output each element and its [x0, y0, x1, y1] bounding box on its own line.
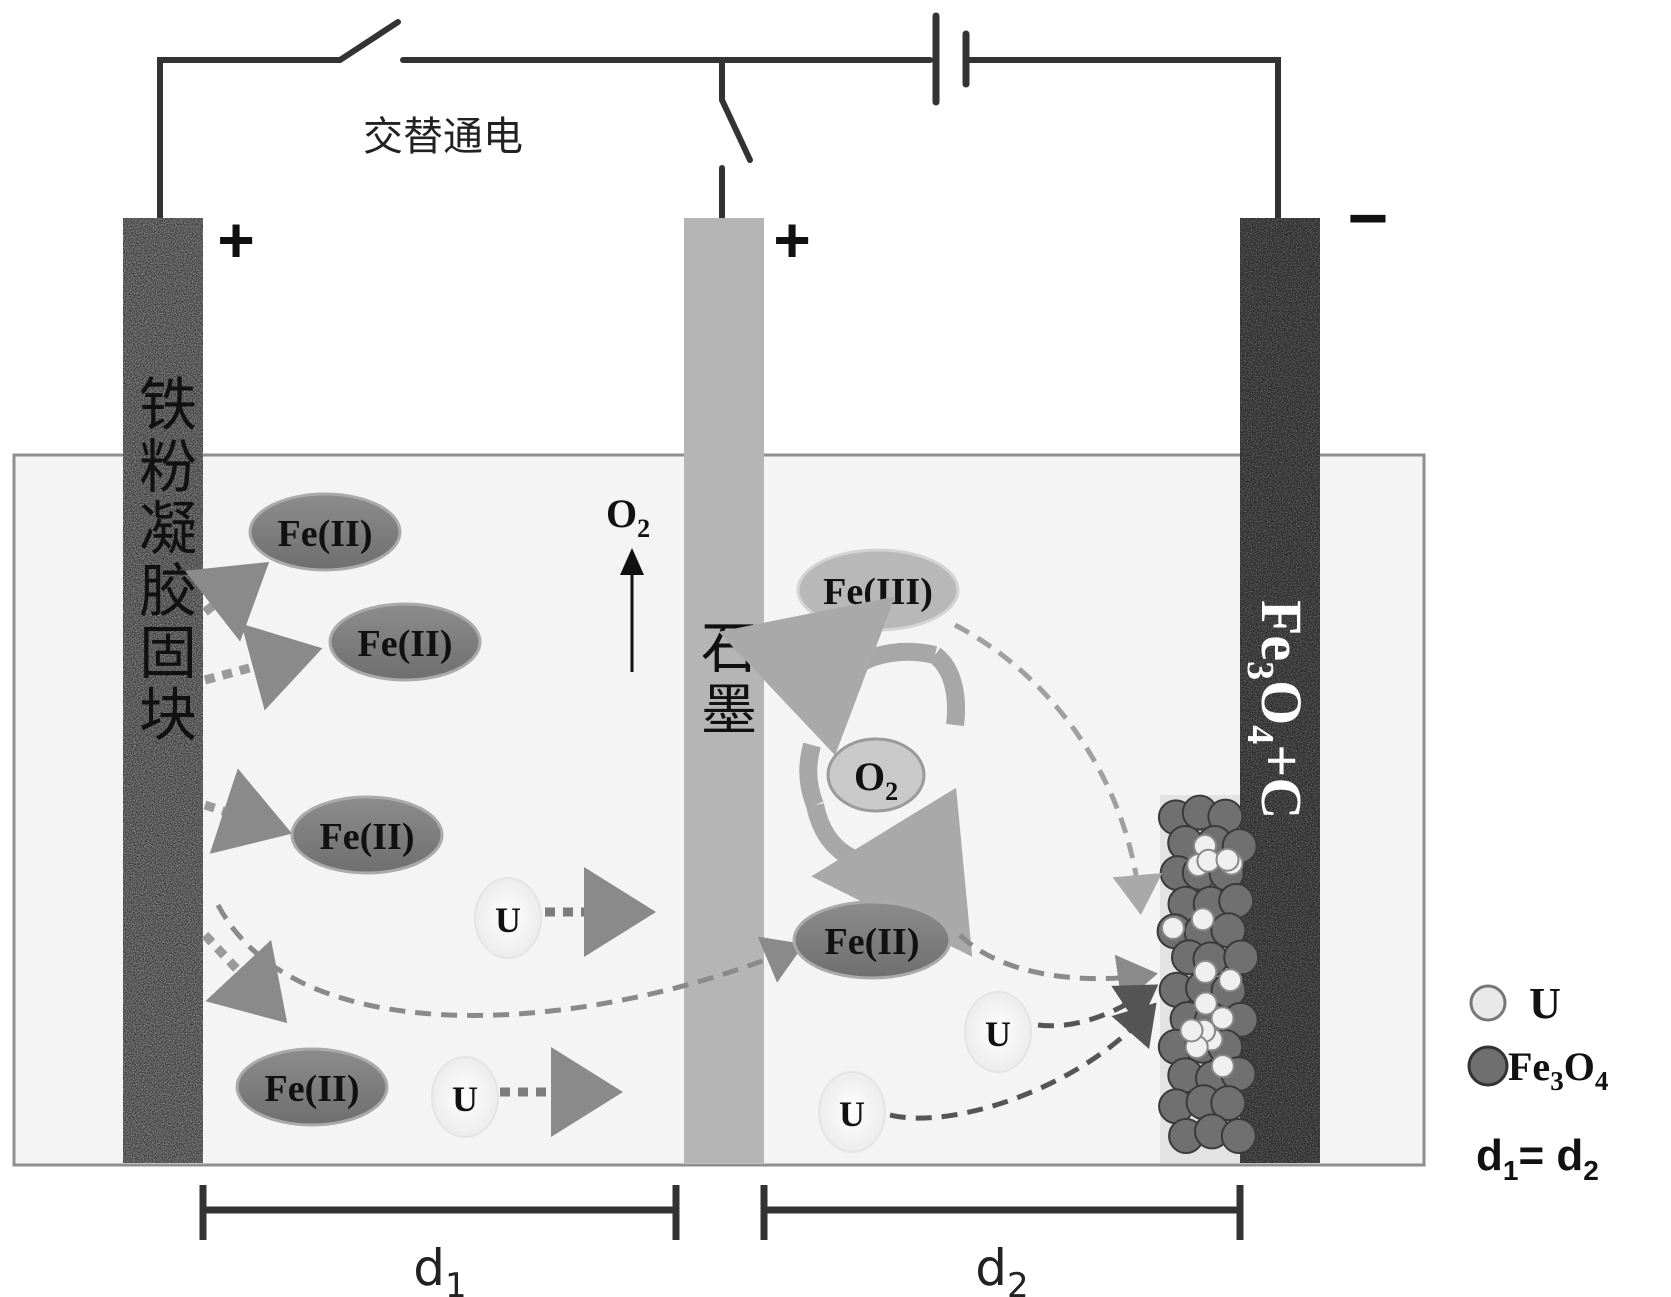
uranium-particle: [1215, 847, 1240, 872]
uranium-species: U: [818, 1071, 886, 1153]
anode-middle-plus-sign: +: [773, 204, 810, 276]
uranium-species: U: [474, 877, 542, 959]
fe3-ion: Fe(III): [796, 548, 960, 632]
fe3o4-particle: [1220, 1118, 1257, 1154]
fe2-ion: Fe(II): [792, 900, 952, 980]
fe2-ion: Fe(II): [248, 492, 402, 572]
uranium-species: U: [964, 991, 1032, 1073]
uranium-particle: [1179, 1018, 1204, 1043]
svg-text:Fe(II): Fe(II): [265, 1068, 360, 1110]
iron-gel-electrode: [123, 218, 203, 1163]
svg-text:U: U: [452, 1079, 478, 1119]
fe2-release-arrows: [184, 561, 323, 1024]
fe3o4-particle: [1223, 939, 1260, 976]
svg-text:U: U: [985, 1014, 1011, 1054]
svg-text:U: U: [839, 1094, 865, 1134]
fe2-ion: Fe(II): [328, 602, 482, 682]
distance-bracket-d2: [760, 1185, 1244, 1240]
svg-text:Fe(II): Fe(II): [825, 921, 920, 963]
o2-evolution-label: O2: [606, 491, 650, 543]
legend: U Fe3O4 d1= d2: [1467, 979, 1608, 1186]
legend-u-marker: [1469, 984, 1507, 1022]
fe2-ion: Fe(II): [290, 795, 444, 875]
distance-bracket-d1: [199, 1185, 680, 1240]
uranium-particle: [1210, 1006, 1235, 1031]
svg-text:Fe(II): Fe(II): [278, 513, 373, 555]
fe2-transport-arrow: [215, 903, 805, 1018]
cathode-label: Fe3O4+C: [1239, 600, 1314, 819]
uranium-particle: [1190, 907, 1215, 932]
o2-molecule: O2: [826, 737, 926, 813]
circuit-wires: [157, 12, 1281, 221]
fe3o4-carbon-cathode: [1240, 218, 1320, 1163]
uranium-species: U: [431, 1056, 499, 1138]
distance-label-d1: d1: [413, 1239, 466, 1297]
fe2-ion: Fe(II): [235, 1047, 389, 1127]
uranium-particle: [1161, 916, 1185, 940]
legend-distance-equation: d1= d2: [1476, 1131, 1599, 1186]
deposit-particles: [1156, 794, 1260, 1154]
svg-text:Fe3O4+C: Fe3O4+C: [1239, 600, 1314, 819]
svg-text:Fe(III): Fe(III): [823, 571, 933, 613]
alternating-power-label: 交替通电: [363, 114, 523, 160]
uranium-particle: [1193, 991, 1218, 1016]
fe3o4-particle: [1210, 1085, 1247, 1122]
uranium-particle: [1210, 1054, 1235, 1079]
deposition-arrows: [889, 622, 1163, 1121]
graphite-electrode-label: 石墨: [692, 618, 757, 742]
legend-fe3o4-marker: [1467, 1045, 1509, 1087]
distance-label-d2: d2: [975, 1239, 1028, 1297]
uranium-migration-arrows: [500, 867, 656, 1137]
svg-text:U: U: [495, 900, 521, 940]
legend-u-label: U: [1529, 979, 1561, 1028]
iron-gel-electrode-label: 铁粉凝胶固块: [129, 374, 197, 746]
legend-fe3o4-label: Fe3O4: [1508, 1044, 1608, 1096]
anode-left-plus-sign: +: [217, 204, 254, 276]
svg-text:O2: O2: [854, 754, 898, 806]
svg-text:Fe(II): Fe(II): [358, 623, 453, 665]
svg-text:Fe(II): Fe(II): [320, 816, 415, 858]
uranium-particle: [1218, 968, 1243, 993]
cathode-minus-sign: −: [1348, 179, 1389, 257]
uranium-particle: [1193, 959, 1218, 984]
redox-cycle-arrows: [718, 596, 973, 957]
